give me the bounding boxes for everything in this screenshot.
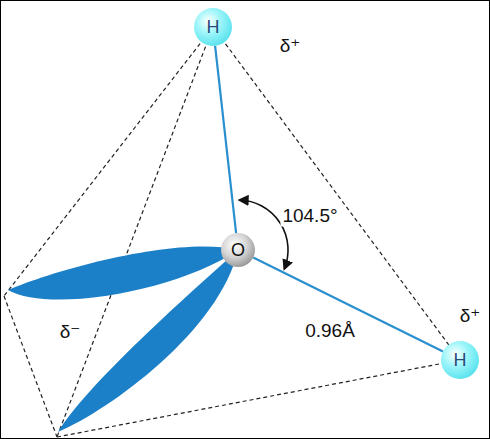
covalent-bond: [253, 258, 443, 352]
oxygen-atom: O: [221, 233, 255, 267]
bond-length-label: 0.96Å: [303, 321, 357, 342]
atom-symbol: O: [231, 241, 245, 259]
covalent-bond: [215, 46, 236, 233]
lone-pair-lobes: [8, 247, 238, 432]
hydrogen-atom: H: [194, 8, 232, 46]
tetrahedron-edges: [4, 27, 460, 437]
atom-symbol: H: [207, 18, 220, 36]
charge-label: δ⁻: [58, 322, 83, 343]
charge-label: δ⁺: [458, 306, 483, 327]
atom-symbol: H: [454, 351, 467, 369]
hydrogen-atom: H: [441, 341, 479, 379]
angle-label: 104.5°: [280, 206, 339, 227]
charge-label: δ⁺: [278, 36, 303, 57]
